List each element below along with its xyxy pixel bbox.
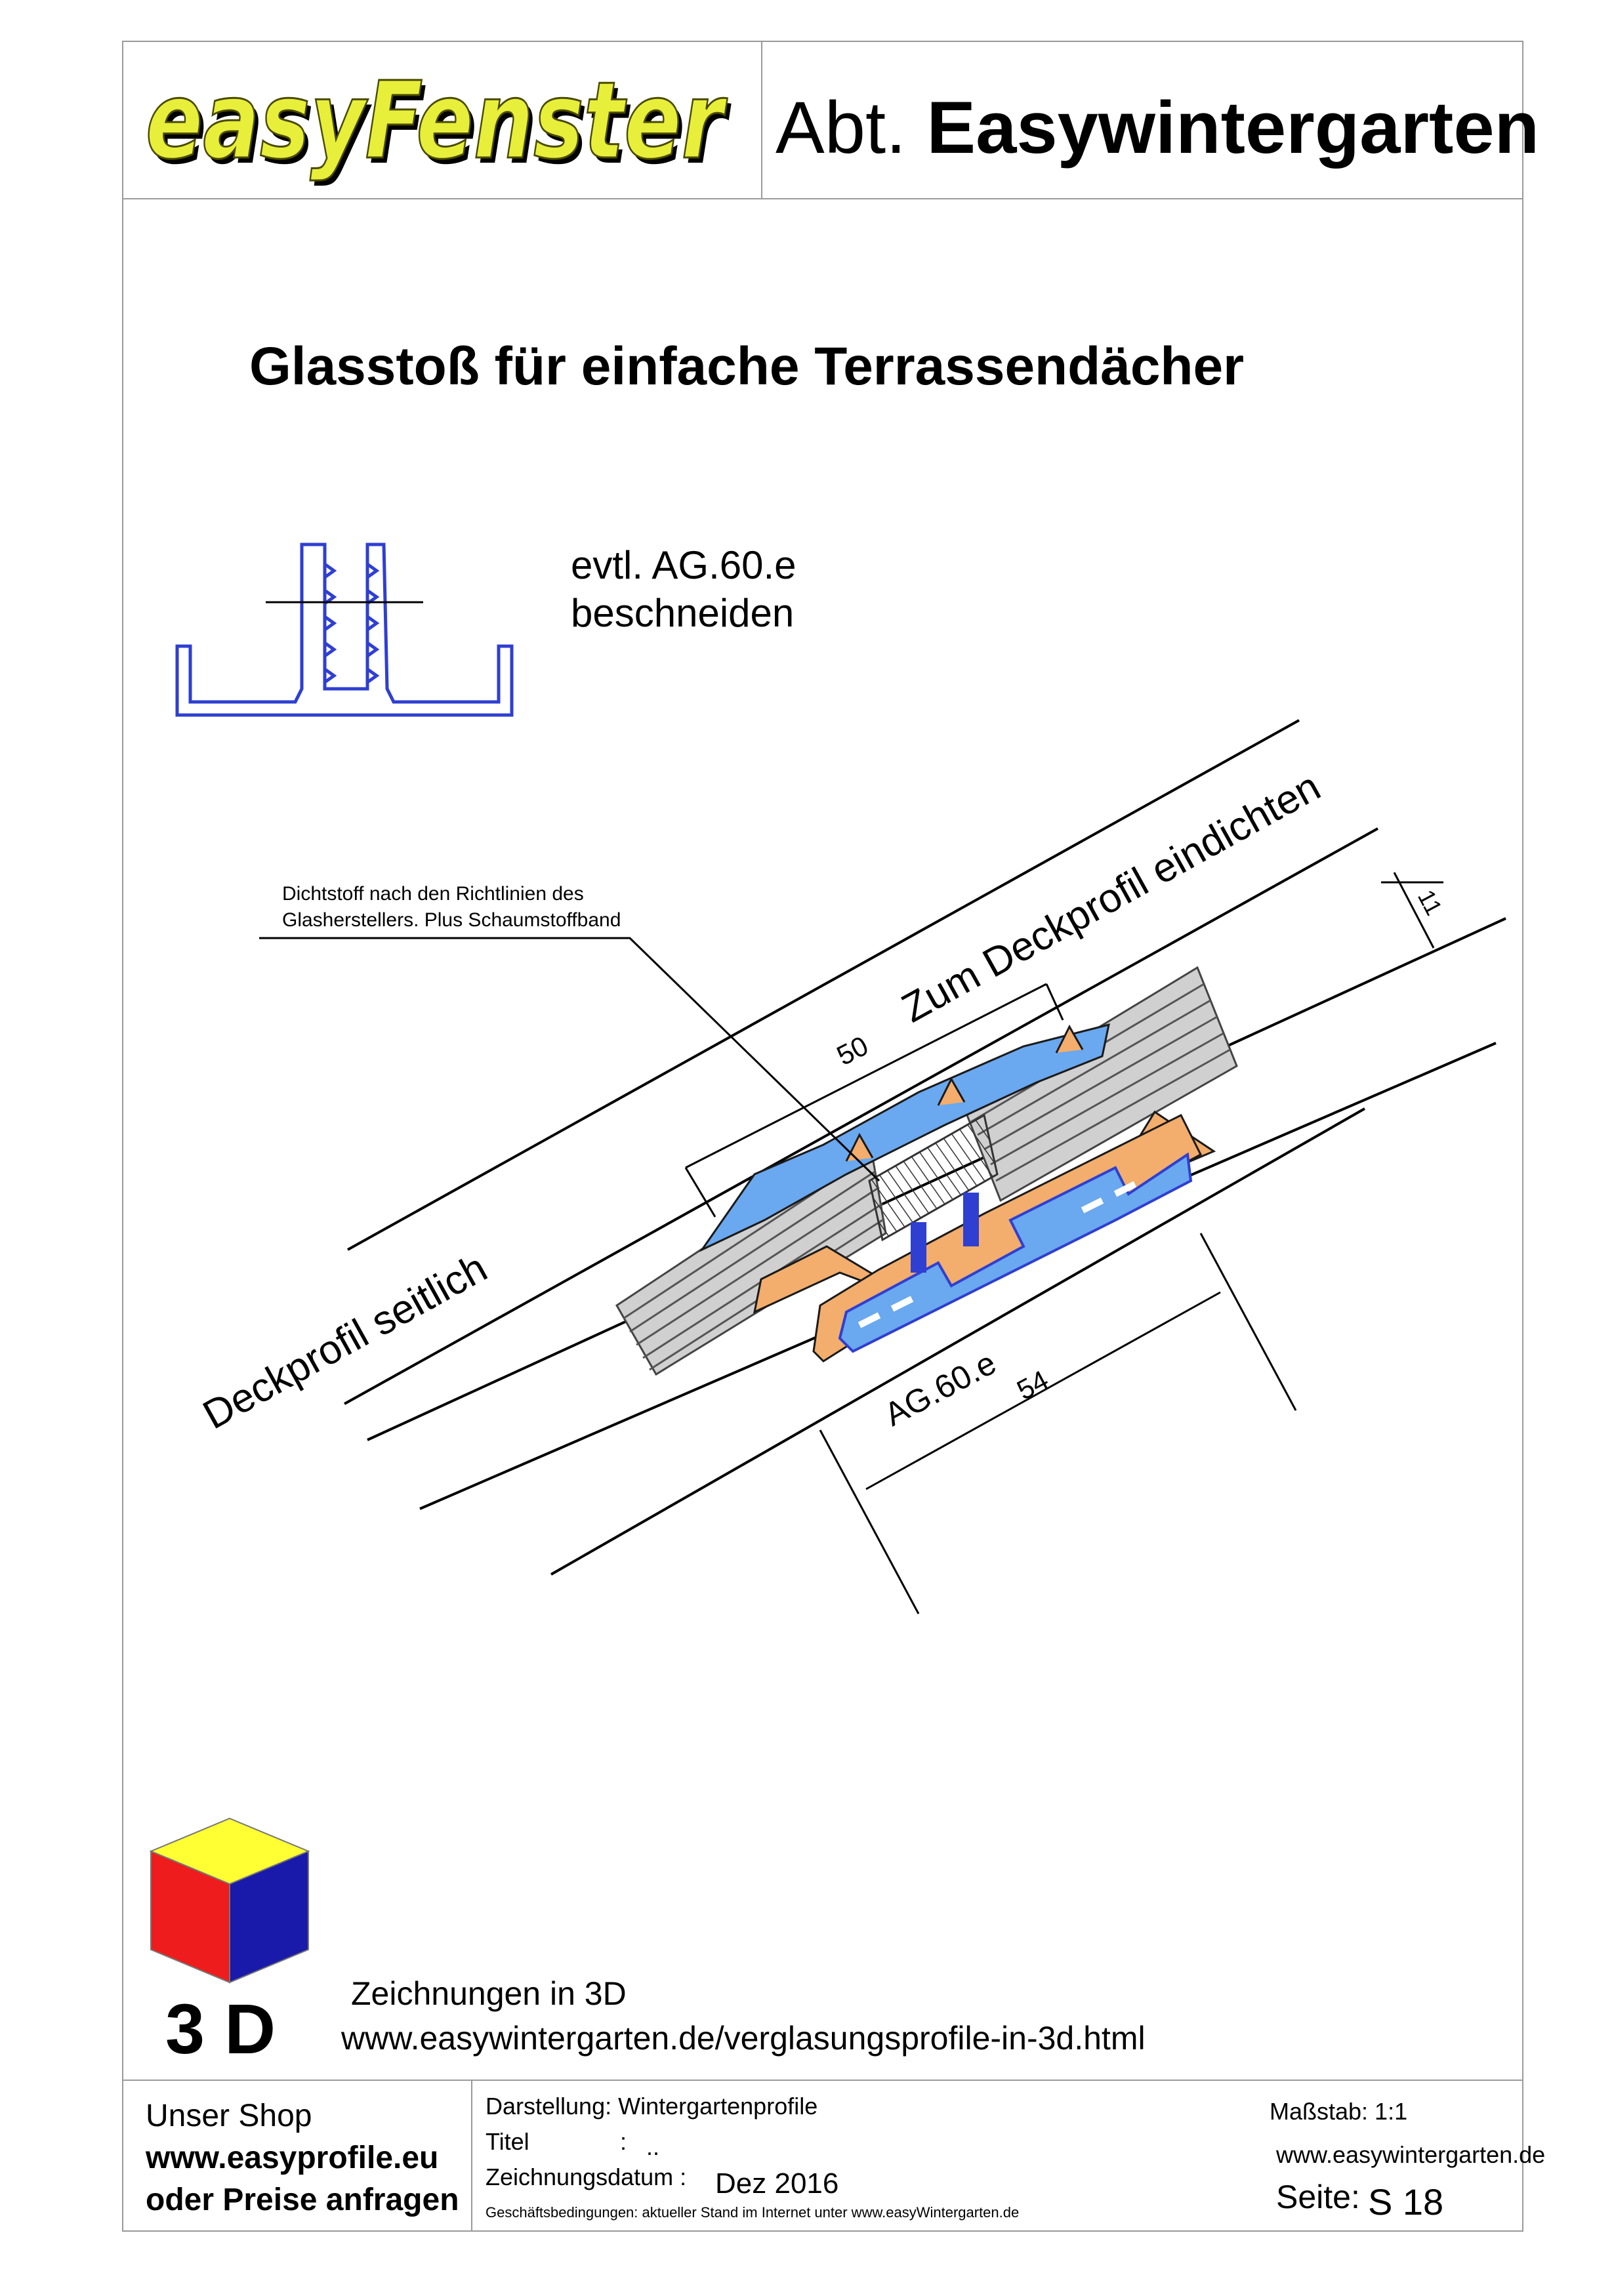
base-profile bbox=[753, 1110, 1216, 1363]
profile-label: AG.60.e bbox=[879, 1344, 1002, 1433]
sealant-leader bbox=[259, 937, 880, 1182]
shop-request: oder Preise anfragen bbox=[146, 2183, 459, 2217]
header-divider bbox=[761, 41, 762, 199]
department-prefix: Abt. bbox=[776, 87, 907, 169]
shop-label: Unser Shop bbox=[146, 2099, 312, 2133]
technical-drawing: evtl. AG.60.e beschneiden 50 bbox=[175, 543, 1506, 1614]
website[interactable]: www.easywintergarten.de bbox=[1276, 2141, 1546, 2168]
zeichnungsdatum-label: Zeichnungsdatum : bbox=[486, 2163, 687, 2190]
label-zum-deckprofil: Zum Deckprofil eindichten bbox=[894, 764, 1327, 1031]
cube-3d-icon bbox=[149, 1817, 310, 1984]
profile-detail bbox=[175, 543, 514, 717]
drawing-frame bbox=[122, 41, 1523, 2232]
page-label: Seite: bbox=[1276, 2179, 1360, 2215]
dimension-54 bbox=[819, 1233, 1297, 1614]
sealant-note-line2: Glasherstellers. Plus Schaumstoffband bbox=[282, 909, 621, 931]
cut-note-line1: evtl. AG.60.e bbox=[571, 543, 797, 587]
page-title: Glasstoß für einfache Terrassendächer bbox=[249, 337, 1245, 396]
header bbox=[122, 41, 1523, 199]
label-3d: 3 D bbox=[165, 1989, 276, 2068]
dimension-11-label: 11 bbox=[1413, 886, 1448, 920]
department-name: Easywintergarten bbox=[926, 87, 1540, 169]
dimension-50-label: 50 bbox=[832, 1030, 873, 1071]
titel-label: Titel bbox=[486, 2128, 529, 2155]
department-title: Abt. Easywintergarten bbox=[776, 85, 1539, 170]
logo-text: easyFenster bbox=[146, 66, 728, 183]
sealant-hatch bbox=[868, 1113, 999, 1242]
shop-url[interactable]: www.easyprofile.eu bbox=[146, 2141, 439, 2175]
terms: Geschäftsbedingungen: aktueller Stand im… bbox=[486, 2204, 1020, 2221]
info-3d-url[interactable]: www.easywintergarten.de/verglasungsprofi… bbox=[341, 2020, 1146, 2057]
easyfenster-logo: easyFenster easyFenster bbox=[145, 66, 732, 188]
footer bbox=[122, 2080, 1523, 2232]
dimension-54-label: 54 bbox=[1012, 1364, 1053, 1406]
dimension-11 bbox=[1381, 872, 1443, 949]
zeichnungsdatum-value: Dez 2016 bbox=[715, 2167, 839, 2200]
darstellung: Darstellung: Wintergartenprofile bbox=[486, 2093, 818, 2120]
titel-colon: : bbox=[620, 2128, 627, 2155]
page-value: S 18 bbox=[1368, 2181, 1444, 2223]
titel-value: .. bbox=[646, 2133, 660, 2160]
sealant-note-line1: Dichtstoff nach den Richtlinien des bbox=[282, 883, 584, 905]
logo-shadow: easyFenster bbox=[150, 66, 732, 188]
label-deckprofil-seitlich: Deckprofil seitlich bbox=[196, 1245, 494, 1438]
footer-divider bbox=[471, 2080, 472, 2232]
info-3d-title: Zeichnungen in 3D bbox=[351, 1975, 627, 2012]
cover-profile bbox=[699, 1023, 1110, 1252]
roof-lines bbox=[344, 719, 1506, 1576]
dimension-50 bbox=[684, 983, 1064, 1218]
scale: Maßstab: 1:1 bbox=[1270, 2098, 1408, 2125]
cut-note-line2: beschneiden bbox=[571, 591, 794, 635]
